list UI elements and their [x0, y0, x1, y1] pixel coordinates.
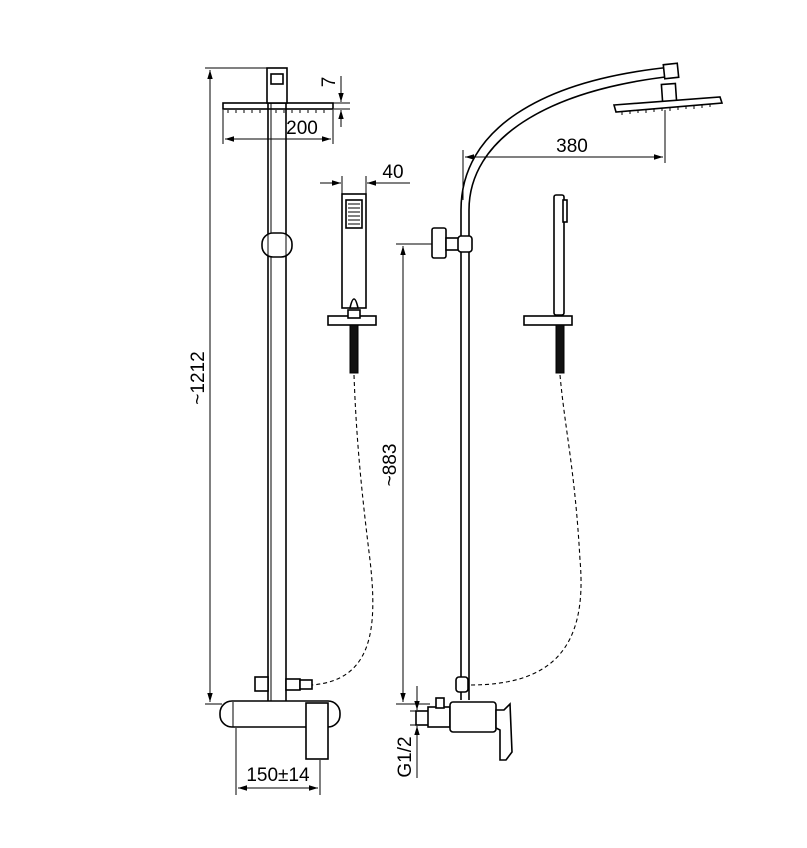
label-arm-reach: 380 — [556, 136, 588, 157]
front-mixer — [219, 700, 341, 760]
side-rain-head — [612, 82, 724, 115]
label-handshower-width: 40 — [382, 162, 403, 183]
dim-head-width: 200 — [222, 110, 334, 144]
label-connection: G1/2 — [395, 736, 416, 777]
front-rain-head — [222, 67, 334, 113]
side-fixing-knob — [431, 227, 473, 259]
dim-handshower-width: 40 — [320, 162, 410, 194]
front-view — [219, 67, 377, 760]
label-spacing: 150±14 — [246, 765, 310, 786]
label-holder-height: ~883 — [380, 444, 401, 487]
label-head-width: 200 — [286, 118, 318, 139]
front-hand-shower — [327, 193, 377, 374]
side-mixer — [415, 697, 513, 761]
front-riser-pipe — [267, 103, 287, 705]
side-view — [415, 62, 724, 761]
side-hose-outlet — [455, 676, 469, 693]
label-overall-height: ~1212 — [188, 351, 209, 404]
dim-spacing: 150±14 — [235, 728, 321, 795]
front-slider-holder — [261, 232, 293, 258]
side-hose — [469, 374, 582, 686]
side-curved-arm — [460, 62, 680, 245]
dim-arm-reach: 380 — [462, 110, 666, 200]
front-hose — [311, 374, 374, 686]
dim-overall-height: ~1212 — [188, 67, 268, 705]
dim-head-thickness: 7 — [287, 76, 350, 127]
label-head-thickness: 7 — [319, 77, 340, 88]
front-hose-outlet — [254, 676, 313, 692]
dim-holder-height: ~883 — [380, 243, 432, 705]
dim-connection: G1/2 — [395, 686, 428, 778]
side-riser-pipe — [460, 245, 470, 700]
side-hand-shower — [523, 194, 573, 374]
